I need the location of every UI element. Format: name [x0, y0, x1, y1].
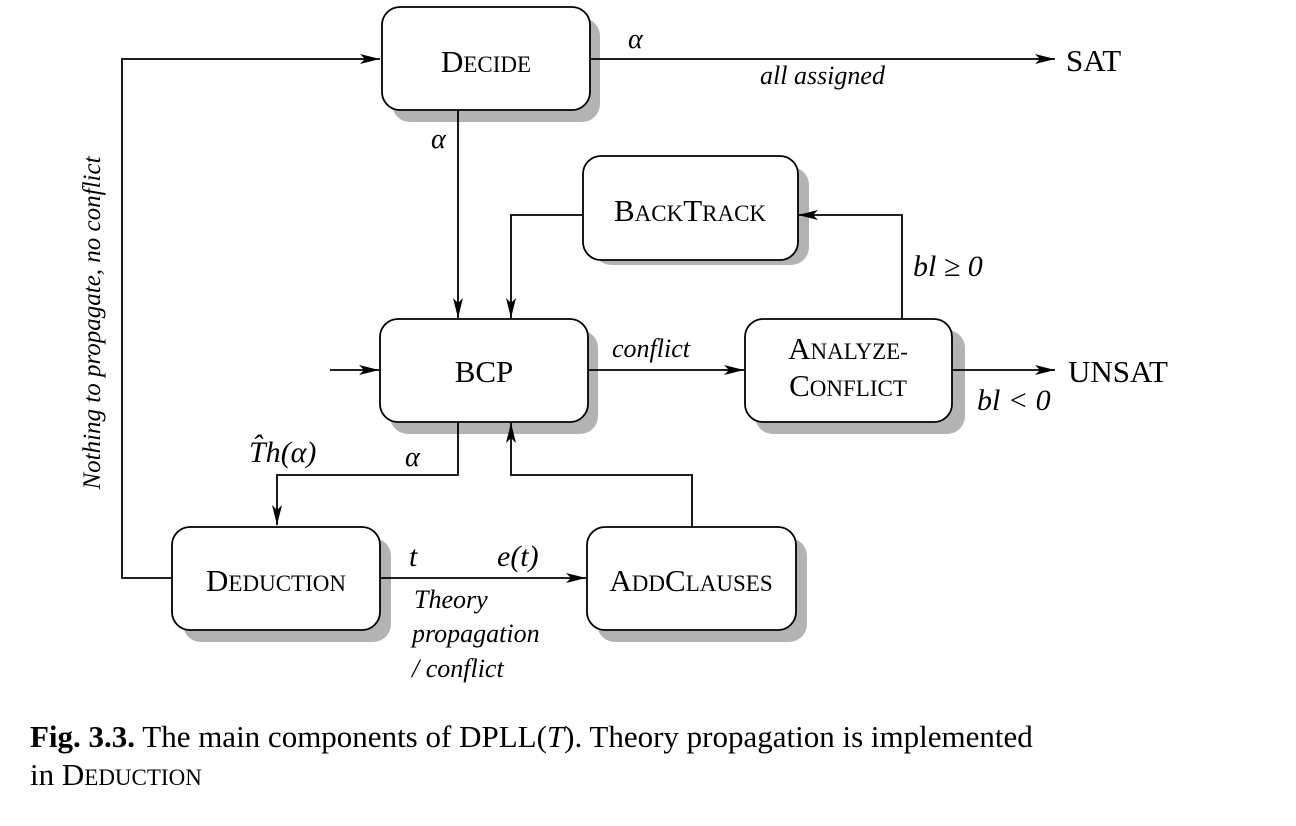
caption-figure-number: Fig. 3.3. [30, 719, 136, 754]
svg-text:DECIDE: DECIDE [441, 44, 531, 79]
label-theory-line3: / conflict [410, 654, 504, 683]
caption-text-b: ). Theory propagation is implemented [564, 719, 1033, 754]
label-theory-line1: Theory [414, 585, 488, 614]
svg-text:BCP: BCP [455, 354, 514, 389]
svg-text:CONFLICT: CONFLICT [789, 368, 907, 403]
label-bl-lt-zero: bl < 0 [977, 384, 1051, 417]
caption-text-a: The main components of DPLL( [135, 719, 547, 754]
label-all-assigned: all assigned [760, 61, 886, 90]
label-e-of-t: e(t) [497, 540, 539, 573]
caption-theory-t: T [546, 719, 565, 754]
edge-addclauses-bcp [506, 423, 693, 526]
node-bcp: BCP [379, 318, 589, 423]
caption-text-c: in [30, 757, 62, 792]
edge-deduction-decide [121, 54, 380, 579]
edge-analyze-backtrack [798, 210, 903, 318]
node-backtrack: BACKTRACK [582, 155, 799, 261]
label-decide-alpha: α [628, 24, 644, 55]
label-theory-line2: propagation [410, 619, 540, 648]
label-theory-hat-alpha: Th(α) ˆ [249, 429, 316, 469]
label-conflict: conflict [612, 334, 691, 363]
terminal-unsat: UNSAT [1068, 354, 1168, 389]
figure-caption: Fig. 3.3. The main components of DPLL(T)… [30, 718, 1280, 797]
node-addclauses: ADDCLAUSES [586, 526, 797, 631]
edge-backtrack-bcp [506, 214, 582, 318]
svg-text:ANALYZE-: ANALYZE- [788, 331, 908, 366]
svg-text:ADDCLAUSES: ADDCLAUSES [609, 563, 772, 598]
terminal-sat: SAT [1066, 43, 1121, 78]
svg-text:ˆ: ˆ [252, 429, 264, 462]
caption-deduction-rest: EDUCTION [84, 765, 202, 790]
label-decide-down-alpha: α [431, 124, 447, 155]
svg-text:DEDUCTION: DEDUCTION [206, 563, 346, 598]
svg-text:Th(α): Th(α) [249, 436, 316, 469]
node-decide: DECIDE [381, 6, 591, 111]
connectors [121, 54, 1055, 583]
node-analyze-conflict: ANALYZE- CONFLICT [744, 318, 953, 423]
edge-bcp-deduction [272, 422, 459, 525]
label-side-loop: Nothing to propagate, no conflict [79, 155, 106, 490]
label-bcp-down-alpha: α [405, 442, 421, 473]
caption-deduction-cap: D [61, 757, 85, 792]
label-bl-ge-zero: bl ≥ 0 [913, 250, 983, 283]
node-deduction: DEDUCTION [171, 526, 381, 631]
label-t: t [409, 540, 418, 573]
svg-text:BACKTRACK: BACKTRACK [614, 193, 766, 228]
